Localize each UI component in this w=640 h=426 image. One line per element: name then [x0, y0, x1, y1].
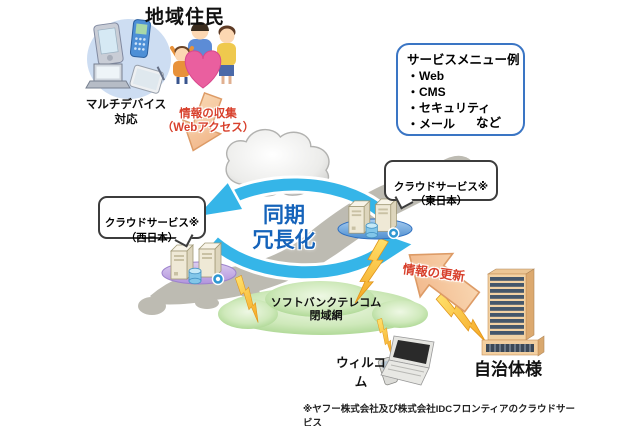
service-menu-item-mail: ・メール: [407, 117, 456, 131]
west-cloud-service-label: クラウドサービス※ （西日本）: [104, 217, 200, 245]
family-illustration: [170, 22, 236, 89]
east-cloud-service-label: クラウドサービス※ （東日本）: [393, 180, 489, 208]
willcom-laptop-icon: [377, 335, 435, 386]
multi-device-caption: マルチデバイス 対応: [85, 99, 167, 126]
sync-redundancy-label: 同期 冗長化: [252, 204, 316, 253]
service-menu-more: など: [475, 116, 501, 130]
service-menu-item-security: ・セキュリティ: [407, 101, 491, 115]
laptop-icon: [85, 63, 131, 89]
building-icon: [481, 268, 545, 357]
page-title: 地域住民: [144, 7, 225, 28]
municipality-label: 自治体様: [474, 360, 542, 379]
service-menu-box: サービスメニュー例 ・Web ・CMS ・セキュリティ ・メール など: [396, 43, 525, 136]
service-menu-item-cms: ・CMS: [407, 85, 446, 99]
collect-flow-label: 情報の収集 （Webアクセス）: [161, 108, 255, 135]
footnote: ※ヤフー株式会社及び株式会社IDCフロンティアのクラウドサービス: [303, 404, 576, 426]
willcom-label: ウィルコム: [336, 356, 386, 389]
service-menu-heading: サービスメニュー例: [407, 53, 520, 67]
carrier-network-label: ソフトバンクテレコム 閉域網: [270, 297, 382, 323]
service-menu-item-web: ・Web: [407, 69, 445, 83]
mobile-phone-icon: [129, 19, 151, 58]
west-cloud-service-bubble: クラウドサービス※ （西日本）: [98, 196, 206, 248]
carrier-network-cloud: [218, 281, 428, 335]
multi-device-illustration: [85, 19, 171, 99]
east-cloud-service-bubble: クラウドサービス※ （東日本）: [384, 160, 498, 210]
tablet-icon: [129, 64, 166, 94]
pda-icon: [93, 22, 124, 66]
